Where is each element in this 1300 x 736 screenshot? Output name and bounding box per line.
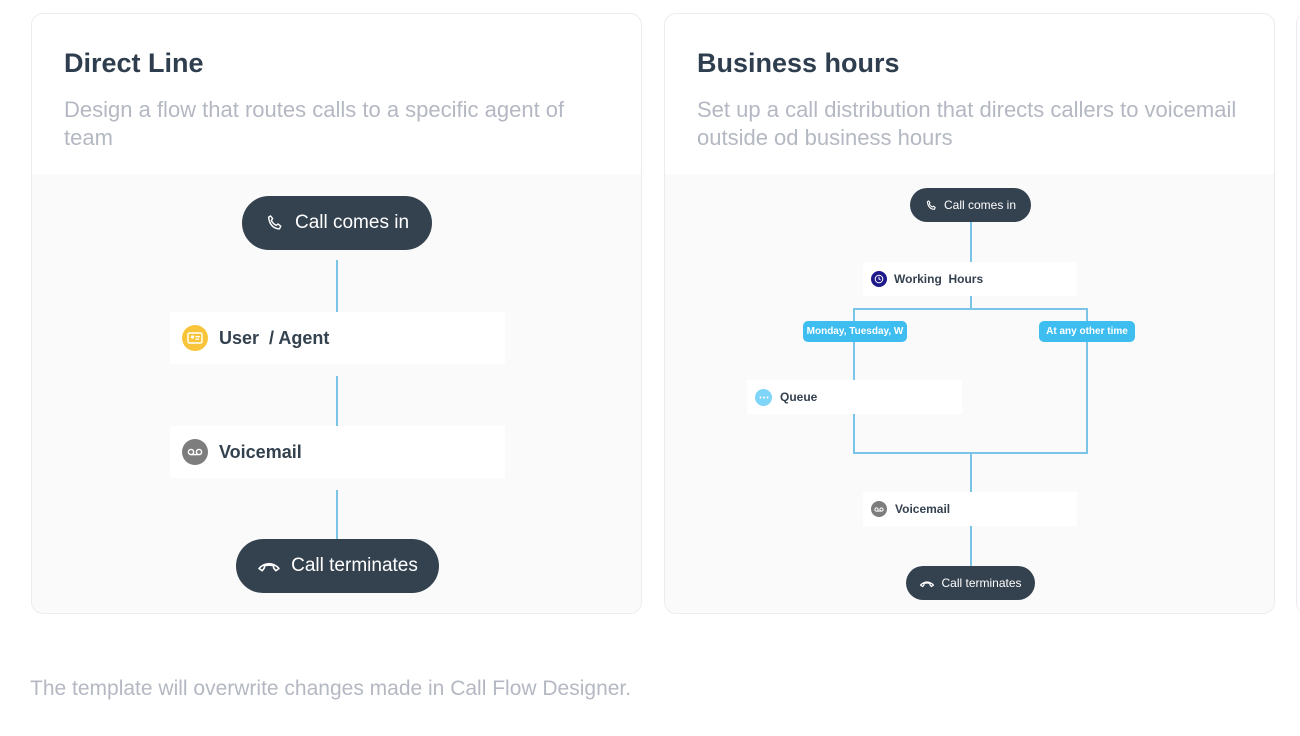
flow-step-working-hours: Working Hours <box>863 262 1077 296</box>
flow-step-label: Working Hours <box>894 272 984 286</box>
pill-label: Call terminates <box>941 576 1022 590</box>
template-card-business-hours[interactable]: Business hours Set up a call distributio… <box>664 13 1275 614</box>
flow-step-voicemail: Voicemail <box>170 426 505 478</box>
card-header: Business hours Set up a call distributio… <box>665 14 1274 174</box>
template-card-direct-line[interactable]: Direct Line Design a flow that routes ca… <box>31 13 642 614</box>
flow-step-queue: Queue <box>747 380 962 414</box>
hang-up-icon <box>257 559 281 573</box>
flow-step-label: Voicemail <box>895 502 951 516</box>
call-comes-in-pill: Call comes in <box>910 188 1031 222</box>
flow-connector <box>336 260 338 326</box>
flow-step-label: Voicemail <box>219 441 302 462</box>
card-title: Business hours <box>697 48 900 78</box>
phone-icon <box>925 199 938 212</box>
flow-step-label: Queue <box>780 390 818 404</box>
voicemail-icon <box>871 501 887 517</box>
flow-connector <box>970 526 972 566</box>
pill-label: Call comes in <box>943 198 1017 212</box>
card-title: Direct Line <box>64 48 204 78</box>
card-description: Set up a call distribution that directs … <box>697 97 1237 150</box>
flow-connector <box>970 452 972 494</box>
flow-step-voicemail: Voicemail <box>863 492 1077 526</box>
pill-label: Call comes in <box>294 212 410 233</box>
flow-connector <box>1086 308 1088 454</box>
flow-step-label: User / Agent <box>219 327 330 348</box>
flow-preview: Call comes in User / Agent Voicemail Cal… <box>32 174 641 613</box>
flow-connector <box>336 490 338 552</box>
voicemail-icon <box>182 439 208 465</box>
flow-connector <box>970 220 972 264</box>
card-header: Direct Line Design a flow that routes ca… <box>32 14 641 174</box>
user-card-icon <box>182 325 208 351</box>
hang-up-icon <box>919 579 935 588</box>
flow-connector <box>970 296 972 309</box>
queue-icon <box>755 388 772 406</box>
card-description: Design a flow that routes calls to a spe… <box>64 97 565 150</box>
flow-preview: Call comes in Working Hours Monday, Tues… <box>665 174 1274 613</box>
call-terminates-pill: Call terminates <box>906 566 1035 600</box>
clock-icon <box>871 271 887 287</box>
phone-icon <box>265 213 285 233</box>
flow-connector <box>336 376 338 438</box>
call-comes-in-pill: Call comes in <box>242 196 432 250</box>
pill-label: Call terminates <box>291 555 418 576</box>
overwrite-warning: The template will overwrite changes made… <box>30 677 632 700</box>
branch-tag-other-time: At any other time <box>1039 321 1135 342</box>
flow-step-user-agent: User / Agent <box>170 312 505 364</box>
call-terminates-pill: Call terminates <box>236 539 439 593</box>
next-template-card-edge[interactable] <box>1296 13 1300 614</box>
branch-tag-weekdays: Monday, Tuesday, W <box>803 321 907 342</box>
flow-connector <box>853 308 1088 310</box>
